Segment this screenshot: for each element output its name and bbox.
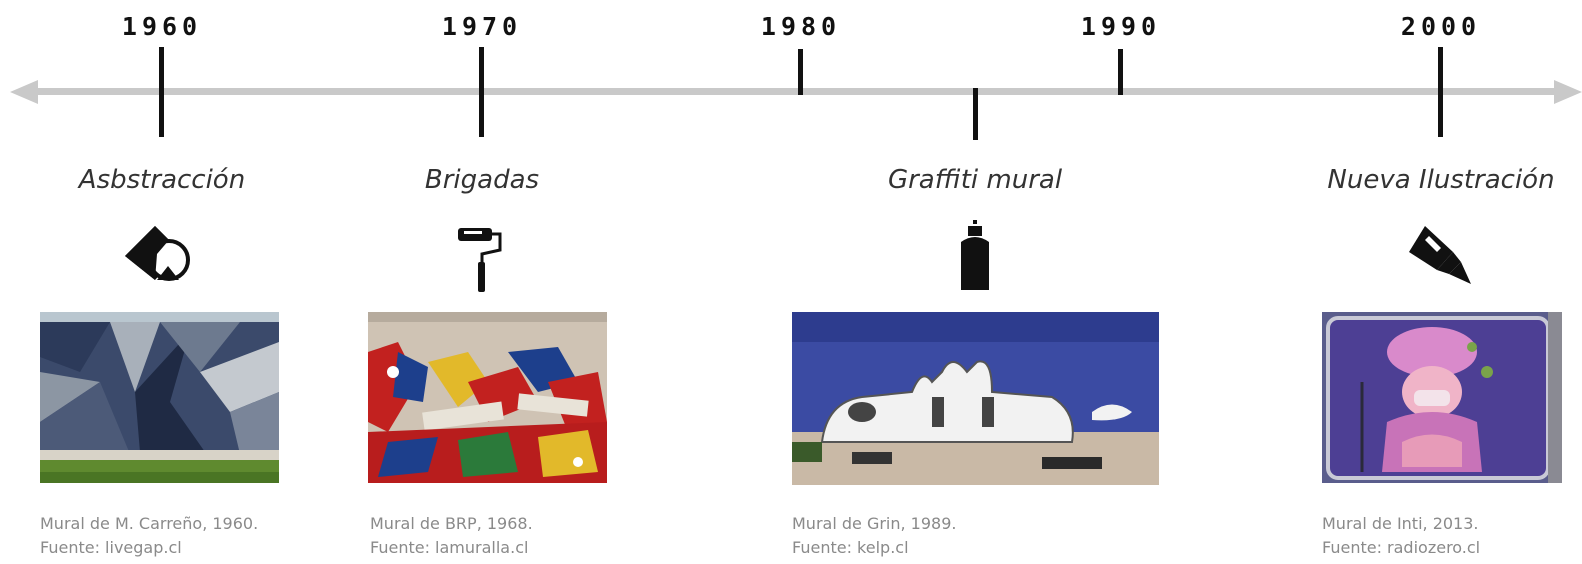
caption-grin-line1: Mural de Grin, 1989. (792, 514, 957, 533)
spray-can-icon (935, 218, 1015, 292)
caption-brp: Mural de BRP, 1968. Fuente: lamuralla.cl (370, 512, 533, 560)
timeline-axis (30, 88, 1555, 95)
caption-carreno-line1: Mural de M. Carreño, 1960. (40, 514, 259, 533)
caption-brp-source: Fuente: lamuralla.cl (370, 538, 529, 557)
tick-1980 (798, 49, 803, 95)
year-label-1980: 1980 (760, 12, 842, 41)
caption-inti-source: Fuente: radiozero.cl (1322, 538, 1481, 557)
tick-1970 (479, 47, 484, 137)
paint-roller-icon (442, 218, 522, 292)
caption-carreno: Mural de M. Carreño, 1960. Fuente: liveg… (40, 512, 258, 560)
year-label-1960: 1960 (121, 12, 203, 41)
year-label-2000: 2000 (1400, 12, 1482, 41)
mural-photo-inti (1322, 312, 1562, 483)
tick-1990 (1118, 49, 1123, 95)
tick-graffiti-marker (973, 88, 978, 140)
caption-brp-line1: Mural de BRP, 1968. (370, 514, 533, 533)
paintbrush-icon (1401, 218, 1481, 292)
mural-photo-brp (368, 312, 607, 483)
era-title-brigadas: Brigadas (424, 165, 540, 195)
mural-photo-grin (792, 312, 1159, 485)
tick-1960 (159, 47, 164, 137)
caption-grin-source: Fuente: kelp.cl (792, 538, 909, 557)
year-label-1990: 1990 (1080, 12, 1162, 41)
timeline-arrow-right (1554, 80, 1582, 104)
era-title-nueva-ilustracion: Nueva Ilustración (1327, 165, 1555, 195)
diamond-shapes-icon (117, 218, 197, 292)
era-title-graffiti: Graffiti mural (887, 165, 1063, 195)
year-label-1970: 1970 (441, 12, 523, 41)
caption-carreno-source: Fuente: livegap.cl (40, 538, 182, 557)
caption-inti: Mural de Inti, 2013. Fuente: radiozero.c… (1322, 512, 1480, 560)
caption-grin: Mural de Grin, 1989. Fuente: kelp.cl (792, 512, 956, 560)
era-title-abstraccion: Asbstracción (78, 165, 246, 195)
caption-inti-line1: Mural de Inti, 2013. (1322, 514, 1479, 533)
mural-photo-carreno (40, 312, 279, 483)
tick-2000 (1438, 47, 1443, 137)
